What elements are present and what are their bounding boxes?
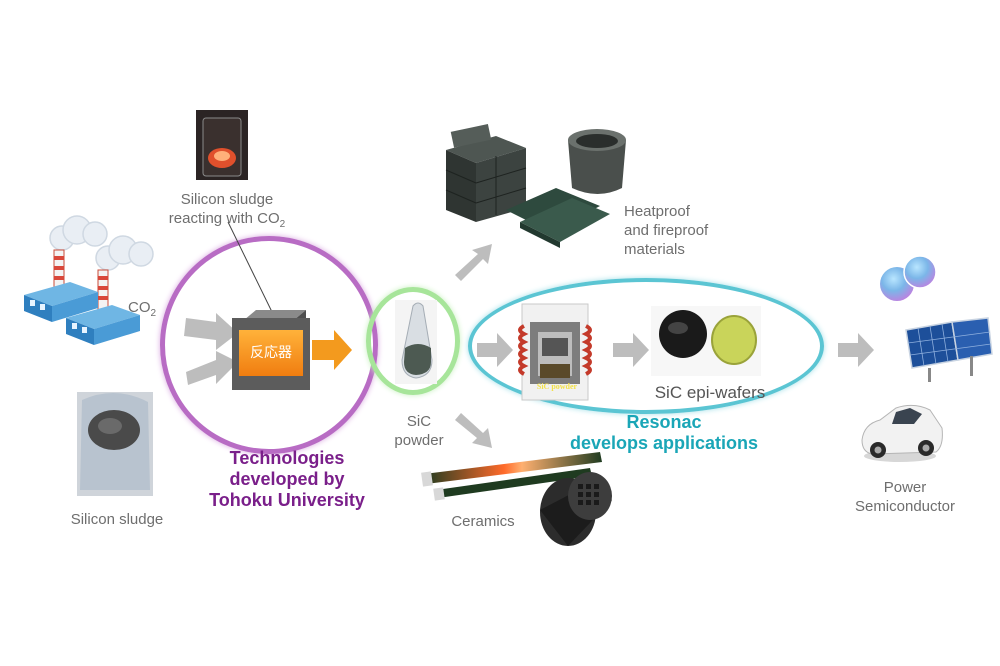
furnace-diagram <box>518 303 592 401</box>
sic-powder-photo <box>395 300 437 384</box>
reactor-box <box>232 310 310 390</box>
car-icon <box>861 404 943 462</box>
label-sic-epi-wafers: SiC epi-wafers <box>654 383 766 402</box>
sic-powder-ring <box>366 287 460 395</box>
input-arrows <box>184 313 238 385</box>
label-heatproof: Heatproof and fireproof materials <box>624 203 709 258</box>
distribution-arrows <box>455 244 874 448</box>
callout-line <box>227 221 274 315</box>
resonac-ring <box>468 278 824 414</box>
reactor-label: 反応器 <box>250 345 292 361</box>
heatproof-bricks-photo <box>445 124 610 248</box>
label-silicon-sludge: Silicon sludge <box>70 511 164 528</box>
silicon-sludge-photo <box>77 392 153 496</box>
resonac-label: Resonac develops applications <box>569 412 759 453</box>
crucible-photo <box>568 129 626 194</box>
solar-panel-icon <box>905 317 993 382</box>
label-sic-powder: SiC powder <box>394 413 444 449</box>
label-co2: CO2 <box>128 299 157 319</box>
factory-icon <box>24 215 154 345</box>
ceramics-photo <box>421 452 612 546</box>
furnace-sic-powder-label: SiC powder <box>536 382 578 391</box>
sic-epi-wafers-photo <box>651 306 761 376</box>
tohoku-label: Technologies developed by Tohoku Univers… <box>209 448 365 510</box>
reacting-sludge-photo <box>196 110 248 180</box>
label-sludge-reacting: Silicon sludge reacting with CO2 <box>168 191 286 230</box>
label-ceramics: Ceramics <box>451 513 515 530</box>
label-power-semiconductor: Power Semiconductor <box>854 479 956 515</box>
reactor-output-arrow <box>312 330 352 370</box>
wafer-icon <box>880 255 937 301</box>
